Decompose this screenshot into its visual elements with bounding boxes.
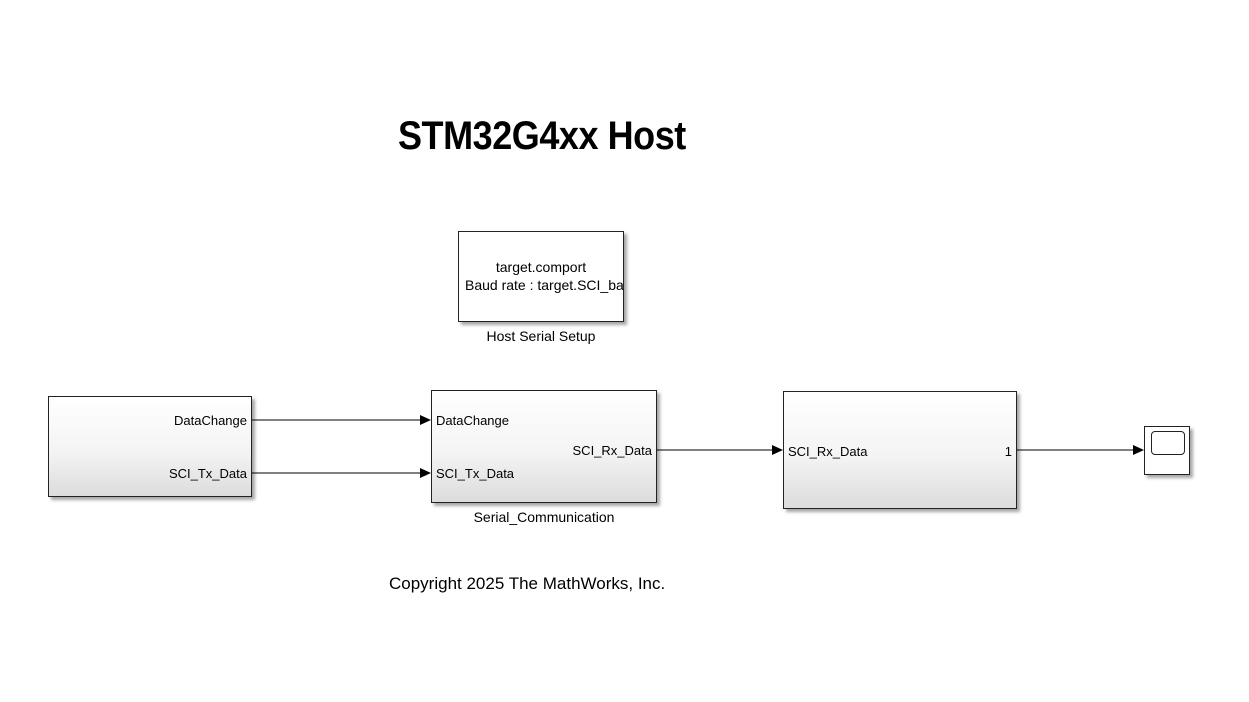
source-port-sci-tx-data: SCI_Tx_Data	[168, 466, 247, 481]
serial-communication-block[interactable]: DataChange SCI_Tx_Data SCI_Rx_Data	[431, 390, 657, 503]
serial-in-port-sci-tx-data: SCI_Tx_Data	[436, 466, 515, 481]
rx-subsystem-block[interactable]: SCI_Rx_Data 1	[783, 391, 1017, 509]
setup-baud-inner: Baud rate : target.SCI_baud_rate	[465, 277, 623, 293]
host-serial-setup-caption: Host Serial Setup	[486, 328, 596, 344]
copyright-note: Copyright 2025 The MathWorks, Inc.	[389, 574, 666, 593]
signal-sci-tx-data[interactable]	[252, 468, 431, 478]
scope-icon	[1151, 431, 1185, 455]
signal-sci-rx-data[interactable]	[657, 445, 783, 455]
model-title: STM32G4xx Host	[398, 114, 686, 158]
signal-datachange[interactable]	[252, 415, 431, 425]
serial-communication-caption: Serial_Communication	[473, 509, 615, 525]
serial-out-port-sci-rx-data: SCI_Rx_Data	[572, 443, 652, 458]
source-port-datachange: DataChange	[174, 413, 247, 428]
scope-block[interactable]	[1144, 426, 1190, 475]
setup-comport-text: target.comport	[495, 259, 587, 275]
setup-baud-text: Baud rate : target.SCI_baud_rate	[459, 277, 623, 293]
host-serial-setup-block[interactable]: target.comport Baud rate : target.SCI_ba…	[458, 231, 624, 322]
rx-out-port-1: 1	[1004, 444, 1012, 459]
signal-output-1[interactable]	[1017, 445, 1144, 455]
source-subsystem-block[interactable]: DataChange SCI_Tx_Data	[48, 396, 252, 497]
serial-in-port-datachange: DataChange	[436, 413, 509, 428]
rx-in-port-sci-rx-data: SCI_Rx_Data	[788, 444, 868, 459]
